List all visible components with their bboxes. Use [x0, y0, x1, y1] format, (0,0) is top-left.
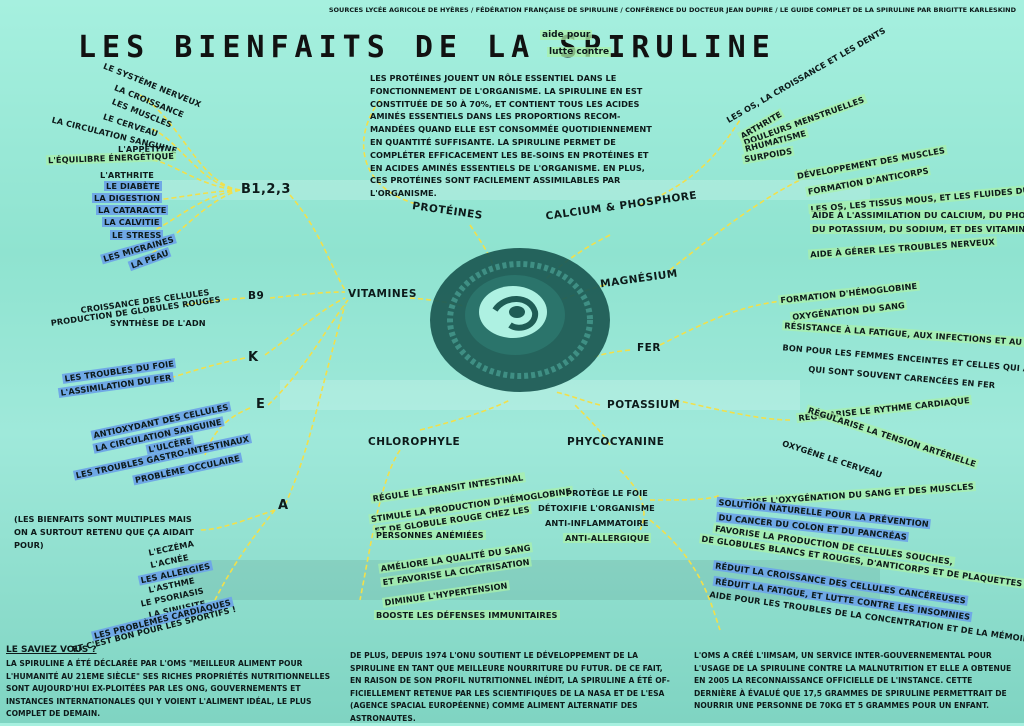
a-note: (LES BIENFAITS SONT MULTIPLES MAIS ON A … [14, 514, 194, 550]
subtitle-lutte-contre: lutte contre [547, 47, 612, 57]
page-title: LES BIENFAITS DE LA SPIRULINE [78, 30, 776, 65]
footer-right-text: L'OMS A CRÉÉ L'IIMSAM, UN SERVICE INTER-… [694, 651, 1012, 711]
hub-e: E [256, 397, 266, 412]
hub-potassium: POTASSIUM [607, 399, 681, 411]
magnesium-item: AIDE À L'ASSIMILATION DU CALCIUM, DU PHO… [810, 210, 1024, 220]
spirulina-spiral-image [430, 248, 610, 392]
b123-item: L'APPÉTIT [118, 144, 165, 154]
hub-a: A [278, 498, 289, 513]
hub-vitamines: VITAMINES [348, 288, 417, 300]
hub-b123: B1,2,3 [241, 182, 291, 197]
phyco-item: DÉTOXIFIE L'ORGANISME [538, 503, 655, 513]
hub-fer: FER [637, 342, 661, 354]
hub-phycocyanine: PHYCOCYANINE [567, 436, 665, 448]
phyco-item: PROTÈGE LE FOIE [566, 488, 648, 498]
b9-item: SYNTHÈSE DE L'ADN [110, 318, 206, 328]
saviez-vous-text: LA SPIRULINE A ÉTÉ DÉCLARÉE PAR L'OMS "M… [6, 659, 331, 719]
hub-chlorophyle: CHLOROPHYLE [368, 436, 461, 448]
b123-item: LA DIGESTION [92, 193, 163, 203]
phyco-item: ANTI-INFLAMMATOIRE [545, 518, 649, 528]
chlorophyle-item: PERSONNES ANÉMIÉES [374, 530, 486, 540]
chlorophyle-item: BOOSTE LES DÉFENSES IMMUNITAIRES [374, 610, 560, 620]
magnesium-item: DU POTASSIUM, DU SODIUM, ET DES VITAMINE… [810, 224, 1024, 234]
proteins-paragraph: LES PROTÉINES JOUENT UN RÔLE ESSENTIEL D… [370, 73, 652, 199]
hub-k: K [248, 350, 259, 365]
subtitle-aide-pour: aide pour [540, 30, 593, 40]
phyco-item: ANTI-ALLERGIQUE [563, 533, 652, 543]
b123-item: LA CALVITIE [102, 217, 162, 227]
b123-item: LE DIABÈTE [104, 181, 162, 191]
b123-item: LE STRESS [110, 230, 164, 240]
hub-b9: B9 [248, 290, 265, 302]
b123-item: LA CATARACTE [96, 205, 169, 215]
footer-middle-text: DE PLUS, DEPUIS 1974 L'ONU SOUTIENT LE D… [350, 651, 670, 723]
saviez-vous-title: LE SAVIEZ VOUS ? [6, 645, 97, 655]
background-beam [150, 180, 870, 200]
b123-item: L'ARTHRITE [100, 170, 154, 180]
sources-line: SOURCES LYCÉE AGRICOLE DE HYÈRES / FÉDÉR… [328, 6, 1016, 14]
